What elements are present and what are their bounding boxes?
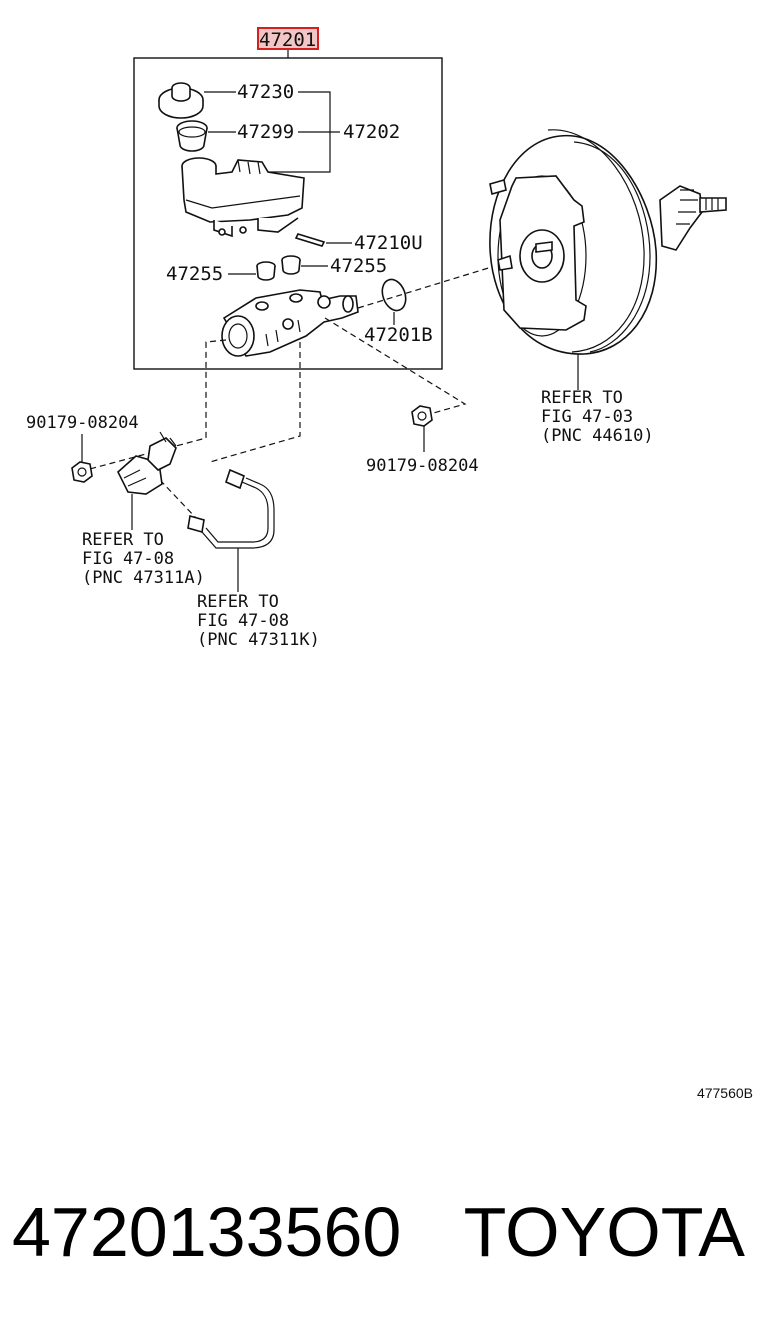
- strainer-drawing: [176, 120, 208, 152]
- booster-reference-line3[interactable]: (PNC 44610): [541, 426, 654, 446]
- callout-90179-right[interactable]: 90179-08204: [366, 456, 479, 476]
- tube-reference-line3[interactable]: (PNC 47311K): [197, 630, 320, 650]
- master-cylinder-drawing: [221, 289, 359, 357]
- grommet-left-drawing: [256, 261, 276, 281]
- callout-47255-left[interactable]: 47255: [166, 263, 223, 285]
- tube-reference-line1: REFER TO: [197, 592, 279, 612]
- callout-90179-left[interactable]: 90179-08204: [26, 413, 139, 433]
- tube-reference-line2: FIG 47-08: [197, 611, 289, 631]
- booster-reference-line2: FIG 47-03: [541, 407, 633, 427]
- part-number-47201[interactable]: 47201: [259, 29, 316, 51]
- footer-part-number: 4720133560: [12, 1193, 401, 1271]
- grommet-right-drawing: [281, 255, 301, 275]
- sensor-reference-line3[interactable]: (PNC 47311A): [82, 568, 205, 588]
- sensor-reference-line1: REFER TO: [82, 530, 164, 550]
- assembly-frame: [133, 57, 443, 370]
- reservoir-body-drawing: [181, 157, 305, 238]
- footer-brand: TOYOTA: [464, 1193, 746, 1271]
- callout-47299[interactable]: 47299: [237, 121, 294, 143]
- pressure-sensor-drawing: [117, 431, 177, 495]
- callout-47230[interactable]: 47230: [237, 81, 294, 103]
- nut-left-drawing: [71, 461, 93, 483]
- o-ring-drawing: [381, 278, 407, 312]
- callout-47202[interactable]: 47202: [343, 121, 400, 143]
- callout-47210U[interactable]: 47210U: [354, 232, 423, 254]
- callout-47255-right[interactable]: 47255: [330, 255, 387, 277]
- brake-tube-drawing: [187, 468, 275, 549]
- brake-booster-drawing: [489, 129, 727, 355]
- part-highlight-box: [257, 27, 319, 50]
- reservoir-cap-drawing: [158, 82, 204, 119]
- callout-47201B[interactable]: 47201B: [364, 324, 433, 346]
- booster-reference-line1: REFER TO: [541, 388, 623, 408]
- illustration-code: 477560B: [697, 1085, 753, 1101]
- sensor-reference-line2: FIG 47-08: [82, 549, 174, 569]
- nut-right-drawing: [411, 405, 433, 427]
